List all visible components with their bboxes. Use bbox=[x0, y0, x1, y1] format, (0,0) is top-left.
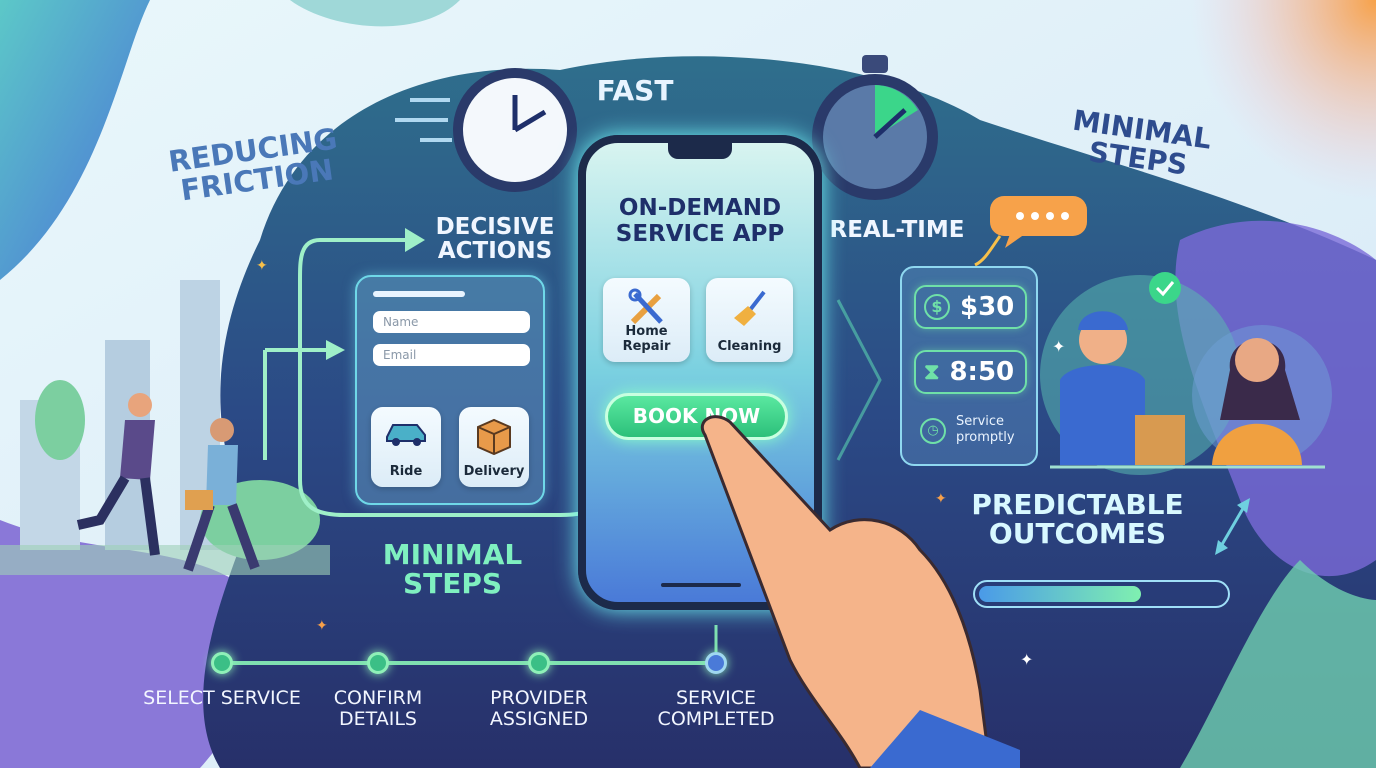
heading-real-time: Real-Time bbox=[829, 217, 965, 243]
clock-icon bbox=[453, 68, 577, 192]
form-panel: Name Email Ride Delivery bbox=[355, 275, 545, 505]
step-dot-confirm bbox=[367, 652, 389, 674]
delivery-label: Delivery bbox=[463, 464, 525, 479]
service-note: Service promptly bbox=[956, 414, 1015, 445]
step-label-provider: Provider Assigned bbox=[489, 687, 589, 730]
price-value: $30 bbox=[960, 292, 1015, 322]
book-now-button[interactable]: BOOK NOW bbox=[605, 393, 788, 440]
step-dot-provider bbox=[528, 652, 550, 674]
cleaning-tile[interactable]: Cleaning bbox=[706, 278, 793, 362]
progress-fill bbox=[979, 586, 1141, 602]
svg-text:✦: ✦ bbox=[1052, 337, 1065, 356]
email-field[interactable]: Email bbox=[373, 344, 530, 366]
form-title-bar bbox=[373, 291, 465, 297]
progress-bar bbox=[973, 580, 1230, 608]
heading-predictable-outcomes: Predictable Outcomes bbox=[971, 488, 1184, 551]
stopwatch-icon bbox=[812, 55, 938, 200]
ride-label: Ride bbox=[389, 464, 423, 479]
svg-text:✦: ✦ bbox=[1020, 650, 1033, 669]
heading-fast: Fast bbox=[596, 74, 674, 107]
time-value: 8:50 bbox=[949, 357, 1015, 387]
svg-text:✦: ✦ bbox=[256, 258, 268, 274]
home-repair-label: Home Repair bbox=[622, 324, 671, 354]
wrench-screwdriver-icon bbox=[628, 288, 663, 325]
step-dot-select bbox=[211, 652, 233, 674]
home-repair-tile[interactable]: Home Repair bbox=[603, 278, 690, 362]
pointing-hand bbox=[701, 415, 1020, 768]
hourglass-icon: ⧗ bbox=[924, 359, 940, 385]
step-dot-completed bbox=[705, 652, 727, 674]
phone-notch bbox=[668, 143, 732, 159]
step-label-confirm: Confirm Details bbox=[333, 687, 423, 730]
service-worker bbox=[1060, 311, 1185, 465]
name-field[interactable]: Name bbox=[373, 311, 530, 333]
price-pill: $ $30 bbox=[914, 285, 1027, 329]
customer-woman bbox=[1212, 338, 1302, 465]
heading-decisive-actions: Decisive Actions bbox=[435, 214, 555, 265]
chat-bubble-icon bbox=[974, 196, 1087, 267]
svg-text:✦: ✦ bbox=[935, 491, 947, 507]
heading-minimal-steps: Minimal Steps bbox=[382, 538, 523, 601]
svg-text:✦: ✦ bbox=[316, 618, 328, 634]
ride-tile[interactable]: Ride bbox=[371, 407, 441, 487]
time-pill: ⧗ 8:50 bbox=[914, 350, 1027, 394]
app-title: On-Demand Service App bbox=[615, 195, 785, 248]
package-icon bbox=[477, 418, 511, 455]
step-label-select: Select Service bbox=[143, 687, 301, 709]
home-indicator bbox=[661, 583, 741, 587]
running-man bbox=[76, 393, 160, 556]
dollar-icon: $ bbox=[924, 294, 950, 320]
delivery-tile[interactable]: Delivery bbox=[459, 407, 529, 487]
broom-icon bbox=[733, 290, 766, 326]
step-label-completed: Service Completed bbox=[657, 687, 775, 730]
running-woman bbox=[183, 418, 260, 572]
phone: On-Demand Service App Home Repair Cleani… bbox=[578, 135, 822, 610]
stopwatch-small-icon: ◷ bbox=[920, 418, 946, 444]
car-icon bbox=[386, 424, 426, 446]
cleaning-label: Cleaning bbox=[717, 339, 782, 354]
realtime-panel: $ $30 ⧗ 8:50 ◷ Service promptly bbox=[900, 266, 1038, 466]
